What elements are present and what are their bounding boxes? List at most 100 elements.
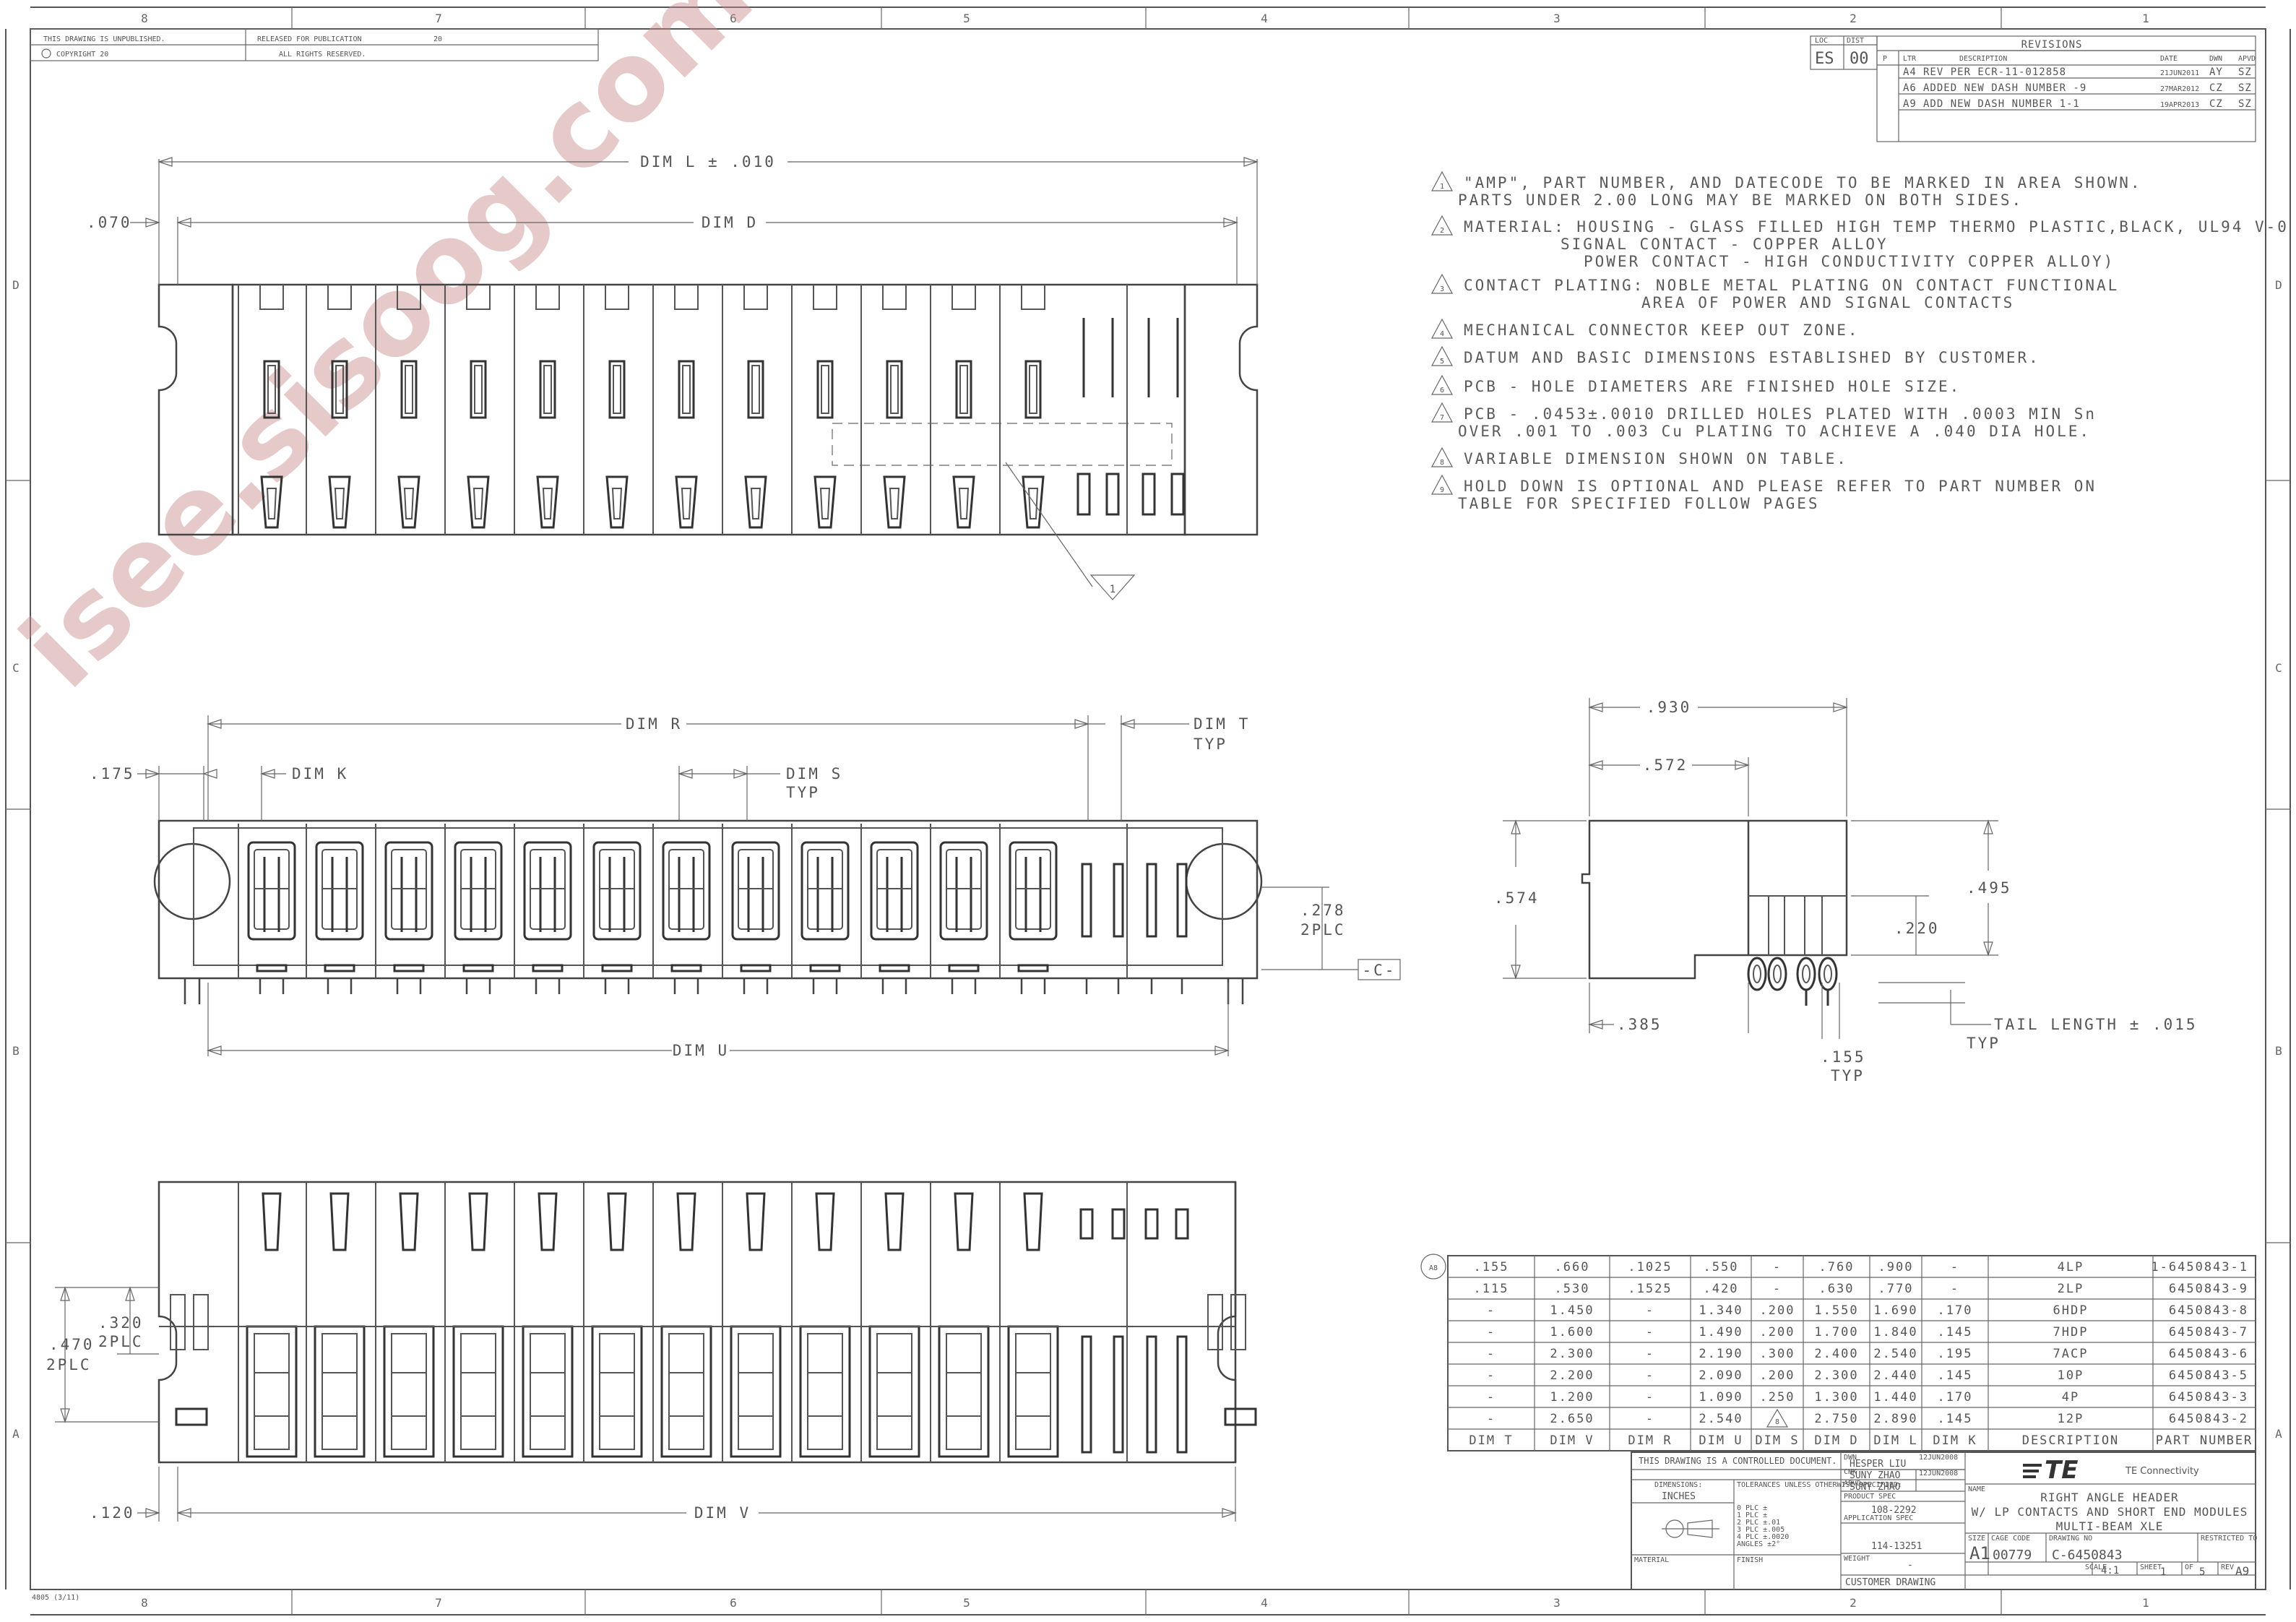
- dim-table-cell: 1.550: [1814, 1303, 1858, 1318]
- note-3-line: CONTACT PLATING: NOBLE METAL PLATING ON …: [1464, 277, 2119, 294]
- dim-table-header: DIM L: [1873, 1433, 1917, 1448]
- note-5-line: DATUM AND BASIC DIMENSIONS ESTABLISHED B…: [1464, 349, 2040, 366]
- released-text: RELEASED FOR PUBLICATION: [257, 35, 362, 43]
- zone-bottom-1: 1: [2142, 1596, 2149, 1610]
- pin-field-inner: [668, 1333, 704, 1450]
- dim-table-cell: 8: [1775, 1418, 1779, 1426]
- zone-bottom-5: 5: [963, 1596, 970, 1610]
- rev-cell: 19APR2013: [2160, 101, 2199, 109]
- contact-cavity: [870, 841, 919, 941]
- app-spec: 114-13251: [1871, 1541, 1922, 1552]
- pin-field-inner: [599, 1333, 635, 1450]
- dim-table-cell: 10P: [2058, 1368, 2084, 1383]
- contact-cavity: [939, 841, 988, 941]
- size-value: A1: [1969, 1543, 1990, 1563]
- dim-table-cell: .770: [1878, 1282, 1914, 1296]
- standoff: [948, 964, 980, 972]
- note-1-line: PARTS UNDER 2.00 LONG MAY BE MARKED ON B…: [1458, 191, 2023, 209]
- name-line-1: RIGHT ANGLE HEADER: [2040, 1491, 2178, 1504]
- power-slot-inner: [405, 365, 413, 414]
- dim-table-cell: 6HDP: [2053, 1303, 2089, 1318]
- dim-table-cell: 2.400: [1814, 1347, 1858, 1361]
- note-8-flag: [1766, 1408, 1789, 1428]
- cage-value: 00779: [1993, 1548, 2032, 1563]
- front-view: DIM R DIM T TYP DIM K DIM S TYP .175 .27…: [90, 715, 1401, 1059]
- weight-label: WEIGHT: [1844, 1555, 1870, 1563]
- zone-right-C: C: [2275, 661, 2282, 675]
- standoff: [740, 964, 772, 972]
- top-window: [399, 1192, 419, 1251]
- note-2-line: MATERIAL: HOUSING - GLASS FILLED HIGH TE…: [1464, 218, 2289, 236]
- power-slot: [331, 360, 348, 419]
- dim-table-header: PART NUMBER: [2156, 1433, 2253, 1448]
- standoff: [809, 964, 841, 972]
- dim-table-cell: 1.440: [1873, 1390, 1917, 1405]
- pin-field-inner: [876, 1333, 912, 1450]
- dim-table-header: DIM K: [1933, 1433, 1977, 1448]
- dim-table-cell: .145: [1938, 1325, 1973, 1340]
- pin-window-inner: [611, 488, 623, 519]
- unpublished-header: THIS DRAWING IS UNPUBLISHED. RELEASED FO…: [30, 28, 599, 61]
- units: INCHES: [1662, 1491, 1696, 1502]
- power-slot-inner: [613, 365, 621, 414]
- module-latch: [259, 285, 284, 310]
- mark-area-flag: 1: [1110, 584, 1115, 595]
- dim-table-cell: -: [1646, 1347, 1654, 1361]
- contact-cavity: [800, 841, 850, 941]
- signal-pin-window: [1076, 473, 1091, 516]
- dim-table-cell: 2.190: [1699, 1347, 1743, 1361]
- front-left-offset: .175: [90, 765, 135, 782]
- rev-cell: 21JUN2011: [2160, 69, 2199, 77]
- dim-table-rev-flag: A8: [1429, 1264, 1438, 1272]
- rev-header-4: DWN: [2209, 55, 2222, 63]
- signal-window: [1144, 1208, 1159, 1240]
- pin-field-inner: [946, 1333, 982, 1450]
- pin-window-inner: [334, 488, 345, 519]
- dim-table-cell: .550: [1704, 1260, 1739, 1274]
- press-fit-eye: [1802, 965, 1811, 983]
- dim-table-cell: 2.750: [1814, 1412, 1858, 1426]
- rev-header-3: DATE: [2160, 55, 2178, 63]
- bottom-outer-plc: 2PLC: [46, 1356, 92, 1373]
- rev-cell: CZ: [2209, 98, 2223, 110]
- side-pitch: .155: [1821, 1048, 1866, 1066]
- tail-length-label: TAIL LENGTH ± .015: [1994, 1016, 2198, 1033]
- of-value: 5: [2199, 1566, 2205, 1578]
- power-slot: [955, 360, 972, 419]
- press-fit-pin: [1796, 957, 1816, 991]
- note-flag-7: [1430, 402, 1454, 423]
- bottom-inner-plc: 2PLC: [98, 1333, 144, 1350]
- bottom-inner-height: .320: [98, 1314, 144, 1332]
- pin-window-inner: [750, 488, 761, 519]
- note-flag-number: 7: [1440, 414, 1444, 422]
- zone-bottom-3: 3: [1553, 1596, 1561, 1610]
- dim-table-cell: 12P: [2058, 1412, 2084, 1426]
- zone-top-4: 4: [1261, 12, 1268, 25]
- dim-table-cell: .660: [1555, 1260, 1590, 1274]
- standoff: [601, 964, 633, 972]
- dim-table-cell: .420: [1704, 1282, 1739, 1296]
- dim-table-cell: 2.300: [1550, 1347, 1594, 1361]
- signal-contact: [1146, 863, 1157, 938]
- top-window: [538, 1192, 558, 1251]
- dim-table-cell: -: [1487, 1325, 1496, 1340]
- pin-window: [260, 475, 283, 529]
- size-label: SIZE: [1968, 1535, 1985, 1543]
- signal-contact: [1113, 863, 1124, 938]
- power-slot: [470, 360, 487, 419]
- zone-bottom-4: 4: [1261, 1596, 1268, 1610]
- side-height: .574: [1494, 889, 1540, 907]
- power-slot-inner: [543, 365, 552, 414]
- standoff: [324, 964, 355, 972]
- dim-table-cell: .1025: [1628, 1260, 1672, 1274]
- dim-table-cell: 1.340: [1699, 1303, 1743, 1318]
- dim-table-cell: .145: [1938, 1412, 1973, 1426]
- note-flag-number: 8: [1440, 459, 1444, 467]
- note-9-line: TABLE FOR SPECIFIED FOLLOW PAGES: [1458, 495, 1820, 512]
- pin-window: [883, 475, 906, 529]
- note-flag-number: 2: [1440, 227, 1444, 235]
- dim-s-typ: TYP: [786, 784, 820, 801]
- dim-table-cell: -: [1646, 1412, 1654, 1426]
- pin-field-inner: [254, 1333, 290, 1450]
- dwg-label: DRAWING NO: [2049, 1535, 2092, 1543]
